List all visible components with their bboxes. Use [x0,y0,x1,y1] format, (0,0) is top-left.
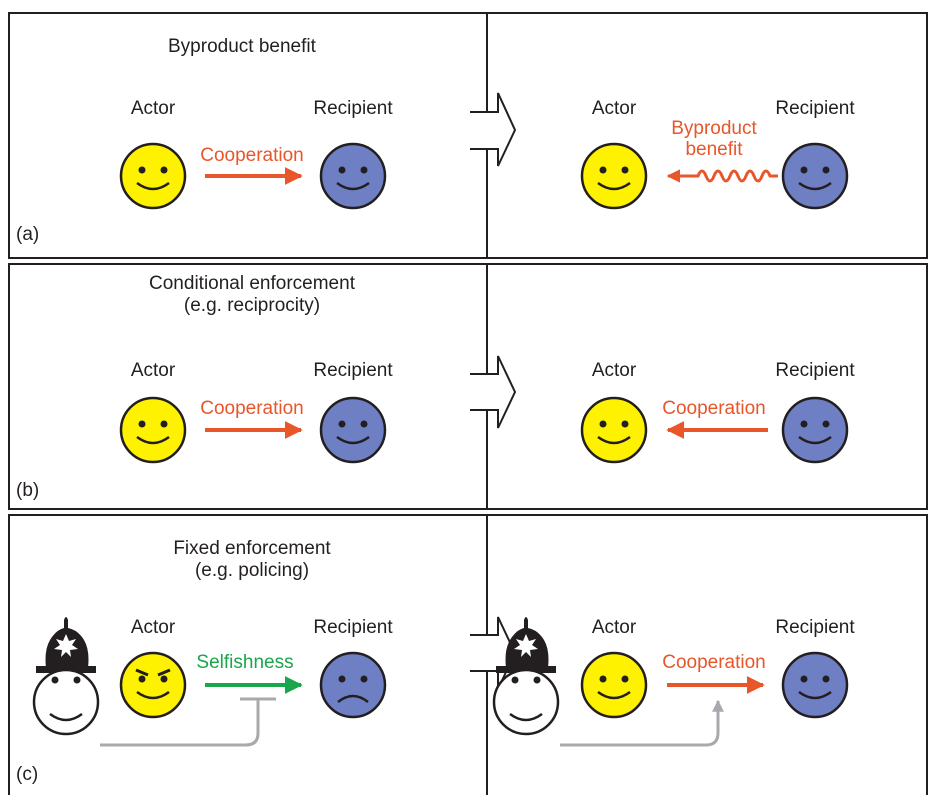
recipient-label: Recipient [313,98,393,119]
cooperation-label: Cooperation [200,398,304,419]
recipient-label: Recipient [775,98,855,119]
actor-label: Actor [591,98,637,119]
panel-b-title-line2: (e.g. reciprocity) [183,295,321,316]
actor-label: Actor [130,98,176,119]
panel-b [8,263,928,510]
recipient-label: Recipient [775,617,855,638]
panel-c-title-line1: Fixed enforcement [173,538,331,559]
panel-b-tag: (b) [16,480,40,501]
actor-label: Actor [130,617,176,638]
selfishness-label: Selfishness [196,652,294,673]
byproduct-label-line2: benefit [685,139,743,160]
recipient-label: Recipient [775,360,855,381]
cooperation-label: Cooperation [662,652,766,673]
actor-label: Actor [591,617,637,638]
panel-divider [486,265,488,508]
byproduct-label-line1: Byproduct [671,118,757,139]
panel-a [8,12,928,259]
recipient-label: Recipient [313,617,393,638]
recipient-label: Recipient [313,360,393,381]
panel-a-tag: (a) [16,224,40,245]
panel-divider [486,14,488,257]
cooperation-label: Cooperation [200,145,304,166]
cooperation-label: Cooperation [662,398,766,419]
panel-c [8,514,928,795]
panel-c-title-line2: (e.g. policing) [194,560,310,581]
actor-label: Actor [130,360,176,381]
panel-b-title-line1: Conditional enforcement [149,273,355,294]
actor-label: Actor [591,360,637,381]
panel-divider [486,516,488,795]
panel-a-title: Byproduct benefit [168,36,316,57]
panel-c-tag: (c) [16,764,39,785]
